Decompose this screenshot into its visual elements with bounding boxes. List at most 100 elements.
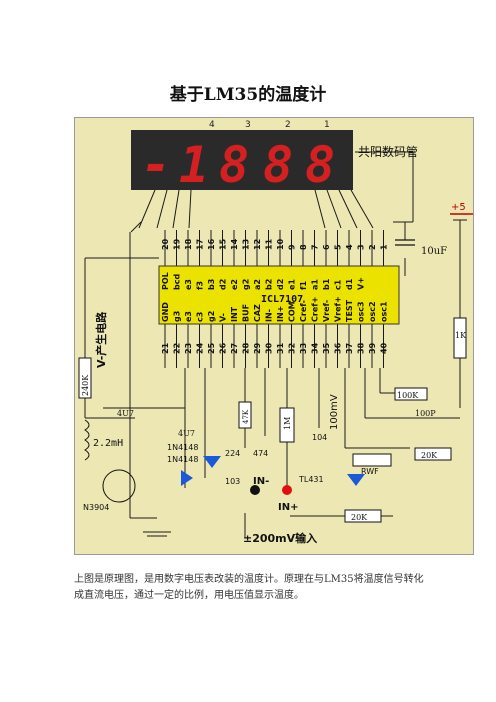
chip-pin-label: POL — [161, 272, 170, 290]
chip-pin-label: d2 — [276, 279, 285, 290]
res-47k-label: 47K — [242, 409, 250, 424]
chip-pin-label: b3 — [207, 279, 216, 290]
res-1m-label: 1M — [283, 417, 292, 430]
chip-pin-number: 10 — [276, 238, 285, 250]
chip-pin-label: g2 — [207, 311, 216, 322]
digit-number: 4 — [209, 120, 215, 130]
chip-pin-label: e3 — [184, 279, 193, 290]
resistor-100k — [394, 387, 428, 401]
in-pos-terminal — [282, 485, 292, 495]
wire — [138, 189, 156, 229]
cap-4u7-label: 4U7 — [178, 429, 195, 438]
chip-pin-number: 34 — [311, 342, 320, 354]
chip-pin-label: b1 — [322, 278, 331, 290]
chip-pin-number: 11 — [265, 238, 274, 250]
chip-pin-number: 21 — [161, 342, 170, 354]
chip-pin-label: d1 — [345, 278, 354, 290]
chip-pin-number: 32 — [288, 343, 297, 354]
chip-pin-number: 26 — [219, 342, 228, 354]
caption: 上图是原理图，是用数字电压表改装的温度计。原理在与LM35将温度信号转化 成直流… — [74, 572, 434, 604]
cap-103-label: 103 — [225, 477, 240, 486]
chip-pin-number: 29 — [253, 342, 262, 354]
chip-pin-number: 31 — [276, 342, 285, 354]
chip-pin-label: f1 — [299, 281, 308, 290]
chip-pin-label: e2 — [230, 279, 239, 290]
chip-pin-number: 14 — [230, 238, 239, 250]
chip-pin-number: 25 — [207, 342, 216, 354]
chip-pin-label: CAZ — [253, 304, 262, 322]
seven-segment-display — [131, 130, 353, 190]
chip-pin-number: 30 — [265, 342, 274, 354]
inductor — [84, 419, 90, 461]
chip-pin-number: 15 — [219, 238, 228, 250]
chip-pin-number: 37 — [345, 343, 354, 354]
chip-pin-label: b2 — [265, 279, 274, 290]
res-20k-label: 20K — [351, 513, 368, 522]
chip-pin-label: f3 — [196, 281, 205, 290]
chip-pin-number: 2 — [368, 244, 377, 250]
rwf-label: RWF — [361, 467, 379, 476]
cap-224-label: 224 — [225, 449, 240, 458]
resistor-20k — [414, 447, 452, 461]
in-pos-label: IN+ — [278, 502, 298, 513]
chip-pin-number: 27 — [230, 343, 239, 354]
chip-pin-number: 18 — [184, 238, 193, 250]
icl7107-chip — [158, 265, 400, 325]
mv-label: 100mV — [329, 394, 340, 430]
chip-pin-label: e1 — [288, 279, 297, 290]
chip-pin-label: Vref+ — [334, 296, 343, 322]
display-char: - — [141, 136, 171, 194]
chip-pin-number: 16 — [207, 238, 216, 250]
digit-number: 1 — [324, 120, 330, 130]
chip-pin-label: V- — [219, 313, 228, 322]
display-char: 1 — [179, 136, 209, 194]
chip-pin-number: 22 — [173, 343, 182, 354]
tl431-label: TL431 — [298, 475, 324, 484]
resistor-240k — [78, 357, 92, 399]
transistor-icon — [102, 469, 136, 503]
resistor-1m — [279, 407, 295, 443]
resistor-47k — [238, 401, 252, 429]
chip-pin-label: Cref- — [299, 300, 308, 322]
chip-pin-number: 40 — [380, 342, 389, 354]
display-label: 共阳数码管 — [358, 144, 418, 159]
cap-104-label: 104 — [312, 433, 327, 442]
chip-pin-number: 5 — [334, 244, 343, 250]
chip-pin-label: osc1 — [380, 301, 389, 322]
chip-name: ICL7107 — [261, 294, 303, 305]
page-title: 基于LM35的温度计 — [169, 85, 327, 105]
chip-pin-label: c1 — [334, 279, 343, 290]
resistor-1k — [453, 317, 467, 359]
chip-pin-number: 35 — [322, 342, 331, 354]
chip-pin-label: c3 — [196, 312, 205, 322]
chip-pin-label: COM — [288, 301, 297, 322]
diode-label: 1N4148 — [167, 455, 198, 464]
chip-pin-number: 33 — [299, 343, 308, 354]
digit-number: 2 — [285, 120, 291, 130]
chip-pin-number: 12 — [253, 239, 262, 250]
caption-line: 成直流电压，通过一定的比例，用电压值显示温度。 — [74, 590, 304, 601]
display-char: 8 — [263, 136, 293, 194]
chip-pin-label: g3 — [173, 311, 182, 322]
res-100k-label: 100K — [397, 391, 419, 400]
chip-pin-label: TEST — [345, 299, 354, 322]
chip-pin-number: 28 — [242, 342, 251, 354]
chip-pin-label: a2 — [253, 279, 262, 290]
digit-number: 3 — [245, 120, 251, 130]
inductor-label: 2.2mH — [93, 438, 123, 449]
cap-474-label: 474 — [253, 449, 268, 458]
chip-pin-number: 17 — [196, 239, 205, 250]
res-20k-label: 20K — [421, 451, 438, 460]
chip-pin-label: BUF — [242, 304, 251, 322]
chip-pin-number: 19 — [173, 238, 182, 250]
chip-pin-label: Vref- — [322, 300, 331, 322]
vplus-label: +5 — [451, 202, 466, 213]
display-char: 8 — [305, 136, 335, 194]
chip-pin-label: IN+ — [276, 306, 285, 322]
chip-pin-number: 3 — [357, 244, 366, 250]
res-240k-label: 240K — [81, 374, 90, 396]
cap-4u7-label: 4U7 — [117, 409, 134, 418]
chip-pin-number: 36 — [334, 342, 343, 354]
chip-pin-label: bcd — [173, 274, 182, 290]
